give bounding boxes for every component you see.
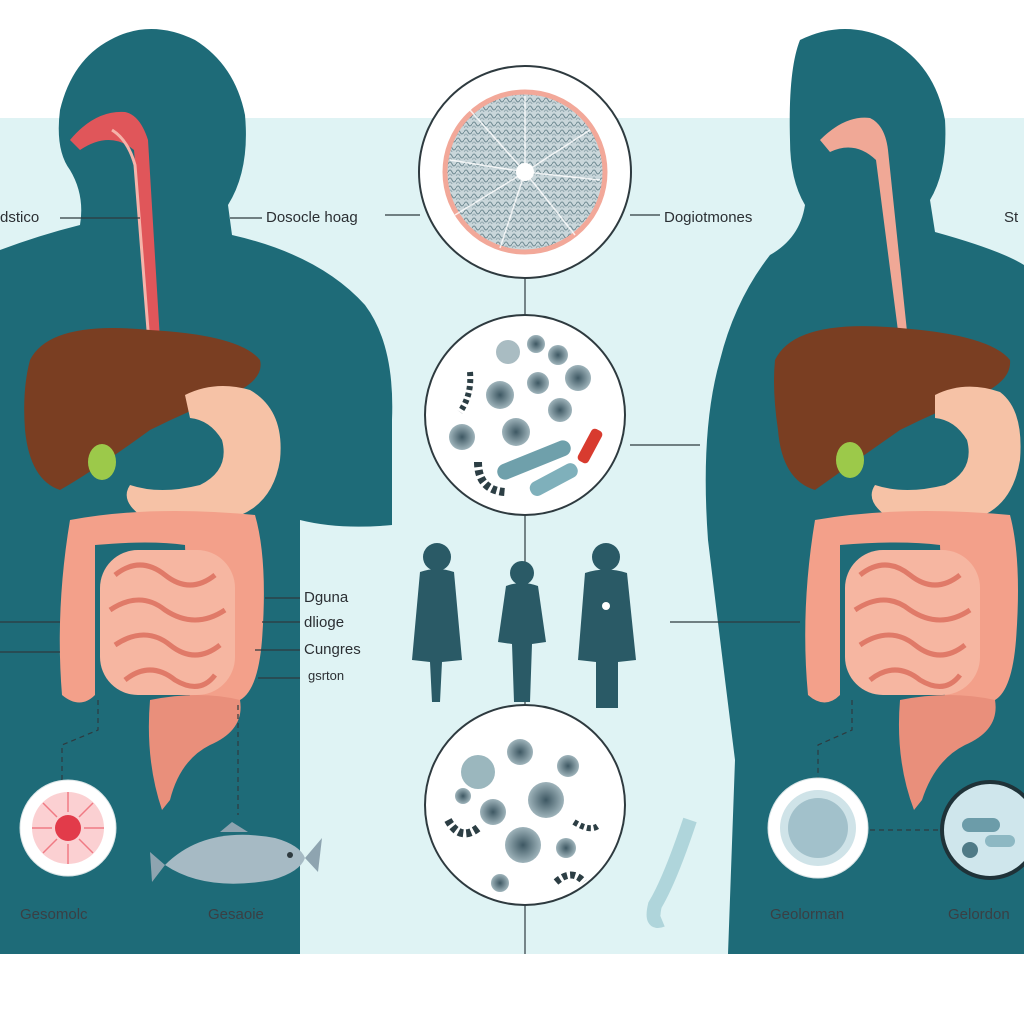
label-center-left-top: Dosocle hoag: [266, 209, 358, 226]
bacterium-icon: [19, 779, 117, 877]
person-figure-middle: [498, 561, 546, 702]
caption-right-2: Gelordon: [948, 906, 1010, 923]
left-esophagus: [70, 111, 160, 342]
right-esophagus: [820, 117, 910, 362]
tissue-cross-section-circle: [418, 65, 632, 279]
person-figure-right: [578, 543, 636, 708]
right-gallbladder: [836, 442, 864, 478]
microbes-circle-bottom: [424, 704, 626, 906]
microbes-circle-top: [424, 314, 626, 516]
magnified-bacteria-icon: [940, 780, 1024, 880]
label-mid-2: dlioge: [304, 614, 345, 631]
label-left-top: dstico: [0, 209, 40, 226]
label-center-right-top: Dogiotmones: [664, 209, 753, 226]
label-right-top: St: [1004, 209, 1019, 226]
label-mid-4: gsrton: [308, 668, 345, 683]
center-connector-lines: [0, 214, 945, 954]
label-mid-3: Cungres: [304, 641, 361, 658]
right-liver: [774, 326, 1011, 490]
caption-left-1: Gesomolc: [20, 906, 88, 923]
label-mid-1: Dguna: [304, 589, 349, 606]
left-gallbladder: [88, 444, 116, 480]
right-small-intestine: [845, 550, 980, 695]
caption-right-1: Geolorman: [770, 906, 845, 923]
right-stomach: [871, 386, 1021, 524]
left-stomach: [126, 386, 281, 524]
fish-icon: [150, 822, 322, 884]
left-small-intestine: [100, 550, 235, 695]
left-liver: [24, 328, 261, 490]
caption-left-2: Gesaoie: [208, 906, 264, 923]
person-figure-left: [412, 543, 462, 702]
microbe-cluster-icon: [767, 777, 869, 879]
